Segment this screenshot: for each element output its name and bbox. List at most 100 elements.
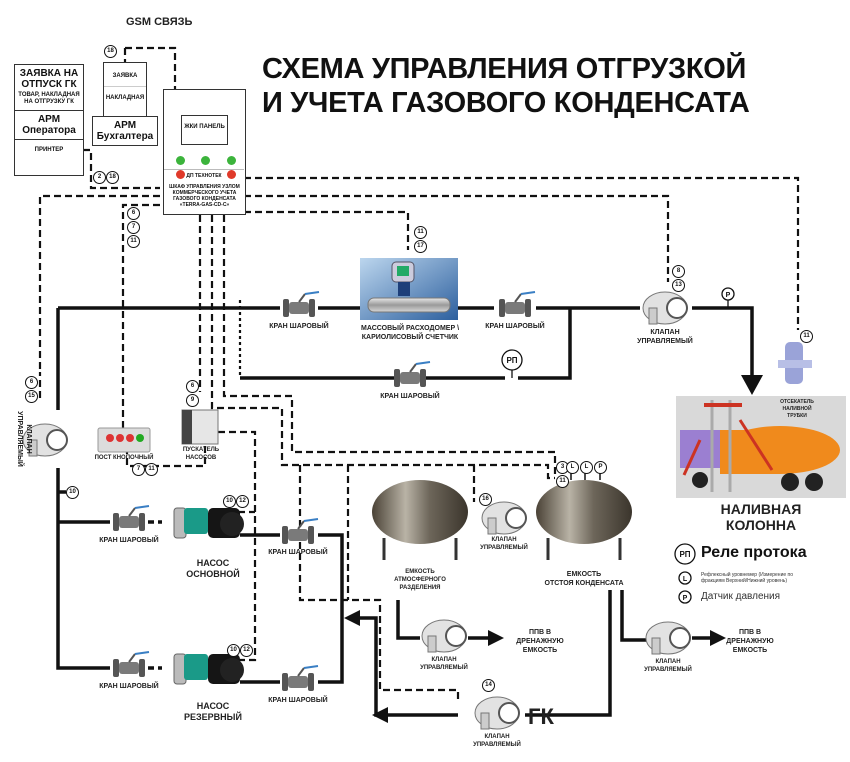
title-line-1: СХЕМА УПРАВЛЕНИЯ ОТГРУЗКОЙ — [262, 53, 747, 85]
legend-symbols — [501, 287, 735, 604]
loading-column-label-line: НАЛИВНАЯ — [720, 501, 802, 517]
mass-flow-meter — [360, 258, 458, 320]
controlled-valve-label: КЛАПАН УПРАВЛЯЕМЫЙ — [374, 656, 514, 672]
ball-valve-icon — [282, 518, 319, 544]
ball-valve-icon — [499, 291, 536, 317]
ball-valve-label-line: КРАН ШАРОВЫЙ — [268, 697, 328, 704]
tag-cutoff: 11 — [800, 330, 813, 343]
drain-label-line: ДРЕНАЖНУЮ — [516, 638, 564, 645]
tank-settling-label-line: ЕМКОСТЬ — [566, 571, 602, 578]
cabinet-brand: ДП ТЕХНОТЕК — [164, 169, 244, 179]
gk-label: ГК — [528, 704, 554, 729]
tag-valve-top-a: 8 — [672, 265, 685, 278]
ball-valve-label: КРАН ШАРОВЫЙ — [228, 548, 368, 557]
controlled-valve-label-vertical: КЛАПАН УПРАВЛЯЕМЫЙ — [16, 411, 32, 467]
control-cabinet: ЖКИ ПАНЕЛЬ ДП ТЕХНОТЕК ШКАФ УПРАВЛЕНИЯ У… — [163, 89, 246, 215]
drain-label-line: ППВ В — [528, 629, 552, 636]
pressure-tag-legend: P — [683, 595, 688, 602]
ball-valve-icon — [283, 291, 320, 317]
tag-pump-res-b: 12 — [240, 644, 253, 657]
page-title: СХЕМА УПРАВЛЕНИЯ ОТГРУЗКОЙ И УЧЕТА ГАЗОВ… — [262, 52, 782, 120]
ball-valve-label: КРАН ШАРОВЫЙ — [59, 682, 199, 691]
tank-settling-label-line: ОТСТОЯ КОНДЕНСАТА — [544, 580, 624, 587]
ball-valve-label: КРАН ШАРОВЫЙ — [445, 322, 585, 331]
button-post-label: ПОСТ КНОПОЧНЫЙ — [54, 454, 194, 462]
level-sensor-tag: L — [580, 461, 593, 474]
request-title: ЗАЯВКА НА ОТПУСК ГК — [19, 68, 79, 90]
tag-operator-a: 2 — [93, 171, 106, 184]
ball-valve-label-line: КРАН ШАРОВЫЙ — [99, 683, 159, 690]
tag-button-b: 11 — [145, 463, 158, 476]
tag-left-valve-b: 15 — [25, 390, 38, 403]
controlled-valve-icon — [481, 501, 527, 535]
ball-valve-icon — [113, 505, 150, 531]
legend-flow-relay: Реле протока — [701, 544, 807, 561]
red-indicator-icon — [227, 170, 236, 179]
accountant-documents: ЗАЯВКА НАКЛАДНАЯ — [103, 62, 147, 118]
starter-label-line: ПУСКАТЕЛЬ — [182, 447, 220, 453]
tag-pump-main-b: 12 — [236, 495, 249, 508]
green-indicator-icon — [227, 156, 236, 165]
title-line-2: И УЧЕТА ГАЗОВОГО КОНДЕНСАТА — [262, 87, 750, 119]
controlled-valve-icon — [22, 423, 68, 457]
ball-valve-label-line: КРАН ШАРОВЫЙ — [268, 549, 328, 556]
pressure-tag: P — [726, 292, 731, 299]
cutoff-label-line: ОТСЕКАТЕЛЬ — [780, 399, 814, 405]
cabinet-caption: ШКАФ УПРАВЛЕНИЯ УЗЛОМ КОММЕРЧЕСКОГО УЧЕТ… — [169, 184, 240, 208]
level-sensor-symbol — [678, 571, 692, 585]
mass-meter-label-line: КАРИОЛИСОВЫЙ СЧЕТЧИК — [361, 334, 459, 341]
gsm-line — [125, 46, 177, 90]
controlled-valve-label-line: КЛАПАН УПРАВЛЯЕМЫЙ — [644, 659, 692, 673]
drain-label-line: ЕМКОСТЬ — [732, 647, 768, 654]
tag-meter-a: 11 — [414, 226, 427, 239]
tank-atmospheric-label-line: АТМОСФЕРНОГО — [394, 577, 446, 583]
cutoff-label-line: ТРУБКИ — [787, 413, 807, 419]
tag-panel-a: 6 — [127, 207, 140, 220]
controlled-valve-icon — [645, 621, 691, 655]
ball-valve-icon — [394, 361, 431, 387]
pump-icon — [173, 507, 244, 539]
drain-label: ППВ В ДРЕНАЖНУЮ ЕМКОСТЬ — [470, 628, 610, 655]
controlled-valve-icon — [421, 619, 467, 653]
invoice-doc-label: НАКЛАДНАЯ — [104, 86, 146, 101]
request-subtitle: ТОВАР, НАКЛАДНАЯ НА ОТГРУЗКУ ГК — [18, 92, 80, 105]
ball-valve-label: КРАН ШАРОВЫЙ — [340, 392, 480, 401]
pipelines — [56, 306, 754, 717]
loading-column-label-line: КОЛОННА — [725, 517, 797, 533]
tag-valve-top-b: 13 — [672, 279, 685, 292]
request-doc-label: ЗАЯВКА — [112, 73, 138, 79]
tag-pump-res-a: 10 — [227, 644, 240, 657]
arm-operator-label: АРМ Оператора — [15, 110, 83, 139]
pump-reserve-label-line: РЕЗЕРВНЫЙ — [184, 712, 242, 722]
flow-relay-symbol — [674, 543, 696, 565]
printer-label: ПРИНТЕР — [15, 139, 83, 153]
flow-arrows — [344, 375, 763, 723]
arrow-right-icon — [488, 630, 504, 646]
drain-label-line: ДРЕНАЖНУЮ — [726, 638, 774, 645]
button-post-label-line: ПОСТ КНОПОЧНЫЙ — [94, 455, 154, 461]
red-indicator-icon — [176, 170, 185, 179]
level-tag-legend: L — [683, 576, 688, 583]
cutoff-label-line: НАЛИВНОЙ — [782, 406, 812, 412]
ball-valve-label: КРАН ШАРОВЫЙ — [59, 536, 199, 545]
lcd-panel: ЖКИ ПАНЕЛЬ — [181, 115, 228, 145]
tank-settling-label: ЕМКОСТЬ ОТСТОЯ КОНДЕНСАТА — [514, 570, 654, 588]
gsm-label: GSM СВЯЗЬ — [126, 16, 193, 28]
controlled-valve-label: КЛАПАН УПРАВЛЯЕМЫЙ — [595, 328, 735, 346]
level-sensor-tag: L — [566, 461, 579, 474]
starter-label-line: НАСОСОВ — [185, 455, 217, 461]
ball-valve-label: КРАН ШАРОВЫЙ — [228, 696, 368, 705]
pump-icon — [173, 653, 244, 685]
pressure-sensor-tag: P — [594, 461, 607, 474]
tag-button-a: 7 — [132, 463, 145, 476]
drain-label-line: ЕМКОСТЬ — [522, 647, 558, 654]
ball-valve-label-line: КРАН ШАРОВЫЙ — [485, 323, 545, 330]
button-post — [97, 427, 151, 453]
arrow-right-icon — [710, 630, 726, 646]
pumps — [173, 507, 244, 685]
tag-panel-c: 11 — [127, 235, 140, 248]
tag-tank-valve: 16 — [479, 493, 492, 506]
